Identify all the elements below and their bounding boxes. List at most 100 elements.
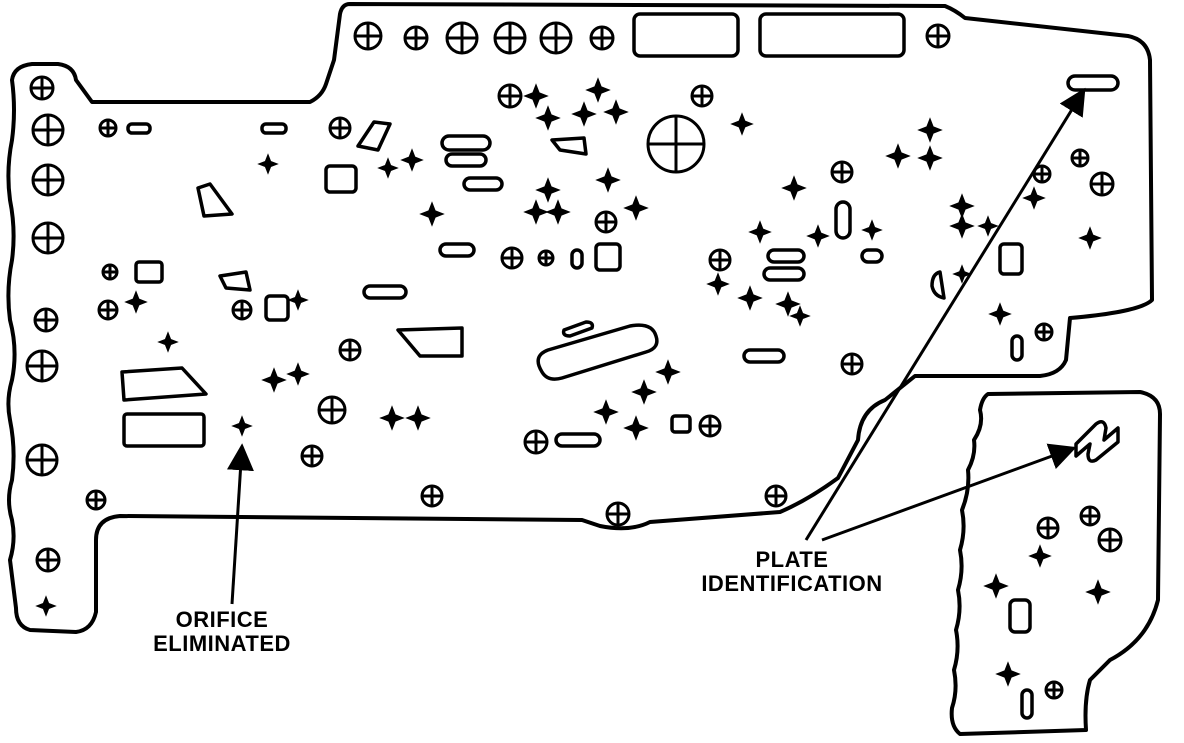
- plate-id-leader: [821, 443, 1077, 542]
- orifice-mark: [789, 305, 811, 327]
- large-rect-pocket: [122, 412, 206, 448]
- orifice-mark: [1028, 544, 1052, 568]
- slot: [362, 284, 408, 300]
- hole-crosshair: [596, 212, 616, 232]
- hole-crosshair: [842, 354, 862, 374]
- hole-crosshair: [1072, 150, 1088, 166]
- cored-shape: [196, 182, 234, 218]
- cored-shape: [218, 270, 252, 292]
- orifice-mark: [286, 362, 310, 386]
- hole-crosshair: [27, 351, 57, 381]
- orifice-mark: [917, 145, 943, 171]
- hole-crosshair: [1034, 166, 1050, 182]
- slot: [766, 248, 806, 264]
- rect-pocket: [1008, 598, 1032, 634]
- cored-shape: [396, 326, 464, 358]
- orifice-mark: [405, 405, 431, 431]
- orifice-mark: [523, 199, 549, 225]
- hole-crosshair: [648, 116, 704, 172]
- orifice-mark: [655, 359, 681, 385]
- rect-pocket: [594, 242, 622, 272]
- orifice-label-line2: ELIMINATED: [153, 631, 291, 656]
- orifice-mark: [571, 101, 597, 127]
- orifice-mark: [257, 153, 279, 175]
- hole-crosshair: [495, 23, 525, 53]
- hole-crosshair: [927, 25, 949, 47]
- slot: [438, 242, 476, 258]
- hole-crosshair: [99, 301, 117, 319]
- orifice-mark: [35, 595, 57, 617]
- slot: [742, 348, 786, 364]
- cored-shape: [356, 120, 392, 152]
- hole-crosshair: [1091, 173, 1113, 195]
- secondary-plate-outline: [949, 390, 1162, 736]
- plate-id-mark: [1074, 420, 1120, 463]
- orifice-mark: [775, 291, 801, 317]
- orifice-mark: [706, 272, 730, 296]
- main-plate-outline: [6, 2, 1154, 634]
- rect-pocket: [264, 294, 290, 322]
- hole-crosshair: [405, 27, 427, 49]
- hole-crosshair: [33, 165, 63, 195]
- orifice-mark: [1078, 226, 1102, 250]
- hole-crosshair: [766, 486, 786, 506]
- rect-pocket: [134, 260, 164, 284]
- orifice-mark: [545, 199, 571, 225]
- diagonal-slot: [536, 323, 659, 381]
- rect-slot: [632, 12, 740, 58]
- orifice-mark: [917, 117, 943, 143]
- orifice-mark: [585, 77, 611, 103]
- hole-crosshair: [233, 301, 251, 319]
- orifice-label-line1: ORIFICE: [175, 607, 269, 632]
- orifice-mark: [261, 367, 287, 393]
- slot: [554, 432, 602, 448]
- orifice-leader: [226, 443, 254, 605]
- hole-crosshair: [539, 251, 553, 265]
- orifice-mark: [400, 148, 424, 172]
- hole-crosshair: [591, 27, 613, 49]
- orifice-mark: [1085, 579, 1111, 605]
- hole-crosshair: [330, 118, 350, 138]
- slot: [444, 152, 488, 168]
- orifice-mark: [885, 143, 911, 169]
- orifice-mark: [593, 399, 619, 425]
- hole-crosshair: [447, 23, 477, 53]
- plate-label-line1: PLATE: [755, 547, 829, 572]
- orifice-mark: [419, 201, 445, 227]
- orifice-mark: [377, 157, 399, 179]
- orifice-mark: [631, 379, 657, 405]
- slot: [126, 122, 152, 135]
- slot: [834, 200, 852, 240]
- orifice-mark: [861, 219, 883, 241]
- hole-crosshair: [103, 265, 117, 279]
- slot: [260, 122, 288, 135]
- cored-shape: [930, 270, 946, 300]
- orifice-eliminated-label: ORIFICE ELIMINATED: [122, 608, 322, 656]
- hole-crosshair: [1046, 682, 1062, 698]
- orifice-mark: [988, 302, 1012, 326]
- hole-crosshair: [37, 549, 59, 571]
- orifice-mark: [949, 213, 975, 239]
- slot: [1020, 688, 1034, 720]
- hole-crosshair: [607, 503, 629, 525]
- orifice-mark: [623, 195, 649, 221]
- orifice-mark: [737, 285, 763, 311]
- plate-identification-label: PLATE IDENTIFICATION: [672, 548, 912, 596]
- plate-id-slot: [1066, 74, 1120, 92]
- orifice-mark: [603, 99, 629, 125]
- hole-crosshair: [27, 445, 57, 475]
- hole-crosshair: [302, 446, 322, 466]
- hole-crosshair: [33, 223, 63, 253]
- orifice-mark: [806, 224, 830, 248]
- cored-shape: [550, 136, 588, 156]
- hole-crosshair: [499, 85, 521, 107]
- orifice-mark: [748, 220, 772, 244]
- hole-crosshair: [692, 86, 712, 106]
- orifice-mark: [977, 215, 999, 237]
- orifice-mark: [124, 290, 148, 314]
- slot: [440, 134, 492, 152]
- hole-crosshair: [100, 120, 116, 136]
- slot: [462, 176, 504, 192]
